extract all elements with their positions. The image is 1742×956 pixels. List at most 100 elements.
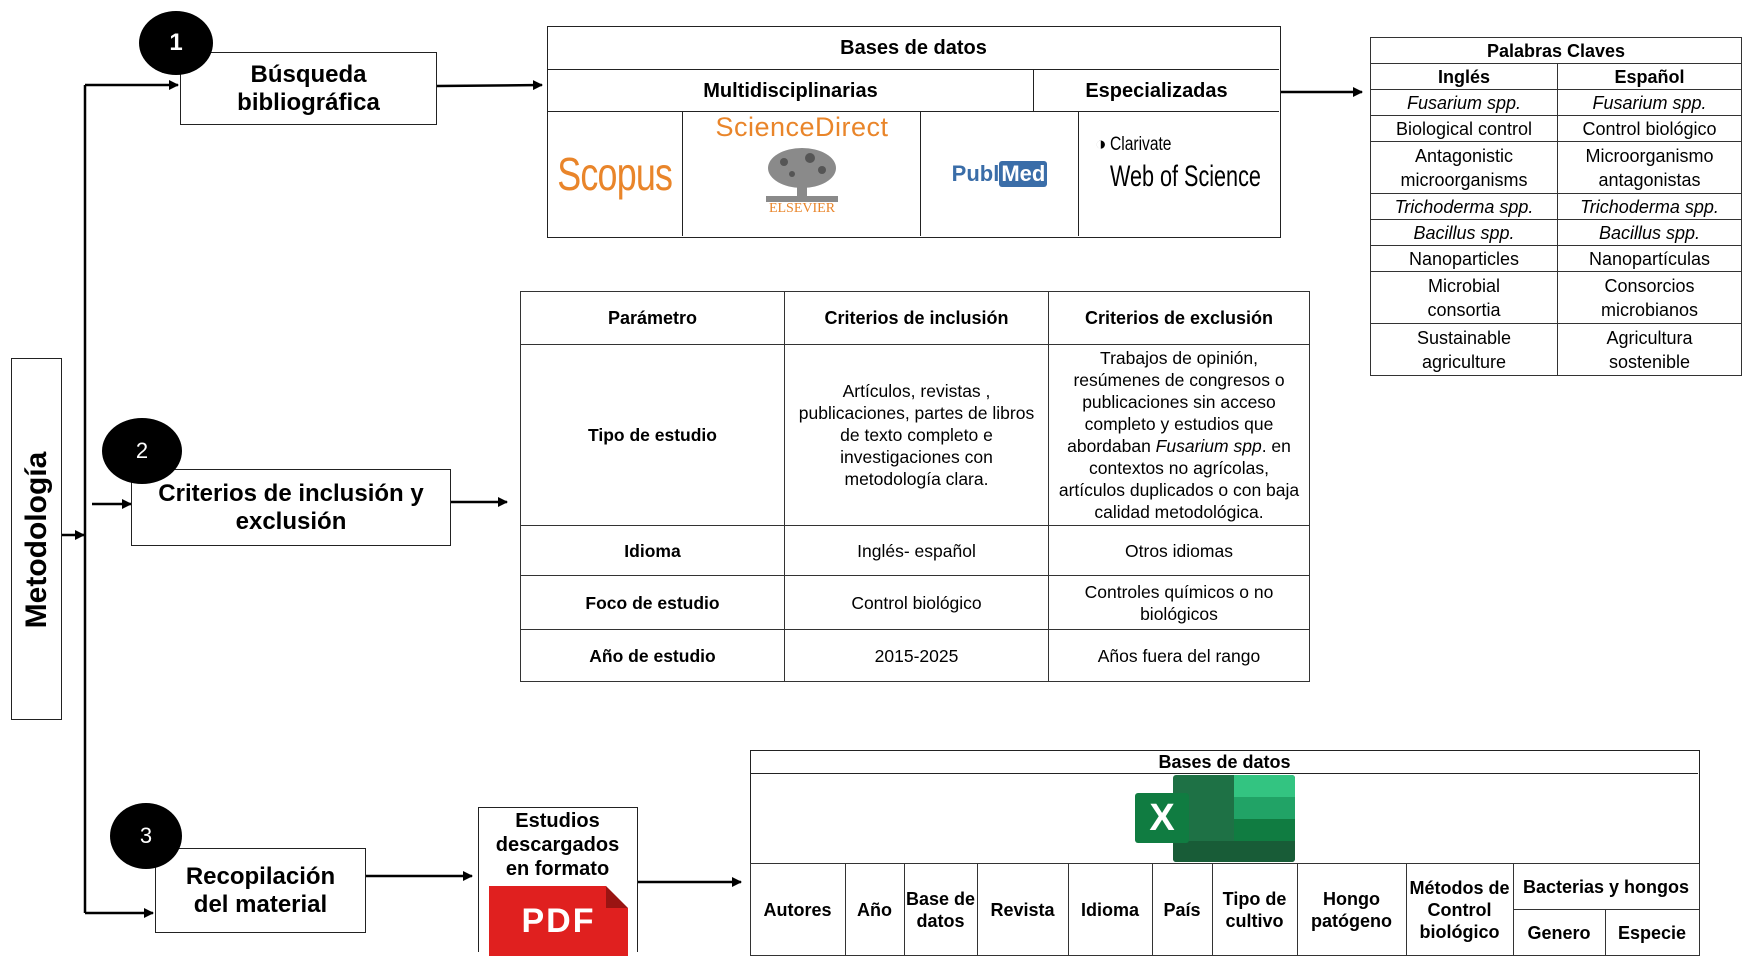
kw-cell: Fusarium spp. xyxy=(1370,89,1558,116)
download-label: Estudios descargados en formato xyxy=(495,810,620,880)
kw-cell: Agricultura sostenible xyxy=(1557,323,1742,376)
criteria-incl: 2015-2025 xyxy=(784,629,1049,682)
criteria-incl: Artículos, revistas , publicaciones, par… xyxy=(784,344,1049,526)
keywords-col-es: Español xyxy=(1557,63,1742,90)
clarivate-icon: ◑ xyxy=(1095,134,1107,155)
excel-col: País xyxy=(1151,863,1213,956)
criteria-excl: Otros idiomas xyxy=(1048,525,1310,576)
criteria-incl: Inglés- español xyxy=(784,525,1049,576)
step1-label: Búsqueda bibliográfica xyxy=(237,60,380,116)
wos-logo-cell: ◑ Clarivate Web of Science xyxy=(1079,112,1279,236)
excel-columns-table: Autores Año Base de datos Revista Idioma… xyxy=(749,863,1700,956)
sciencedirect-logo: ScienceDirect xyxy=(715,112,889,142)
excel-db-panel: Bases de datos X Autores Año Base de dat… xyxy=(749,750,1700,956)
step2-label: Criterios de inclusión y exclusión xyxy=(158,479,424,535)
excel-icon: X xyxy=(1135,775,1295,862)
kw-cell: Nanopartículas xyxy=(1557,245,1742,272)
excel-icon-badge: X xyxy=(1135,793,1189,843)
criteria-table: Parámetro Criterios de inclusión Criteri… xyxy=(520,291,1310,682)
step1-badge: 1 xyxy=(139,11,213,75)
kw-cell: Bacillus spp. xyxy=(1370,219,1558,246)
excel-col: Año xyxy=(844,863,905,956)
excel-col-sub: Especie xyxy=(1604,909,1700,956)
kw-cell: Microbial consortia xyxy=(1370,271,1558,324)
step2-box: Criterios de inclusión y exclusión xyxy=(131,469,451,546)
elsevier-logo: ELSEVIER xyxy=(768,201,836,216)
criteria-excl: Años fuera del rango xyxy=(1048,629,1310,682)
kw-cell: Antagonistic microorganisms xyxy=(1370,141,1558,194)
kw-cell: Trichoderma spp. xyxy=(1370,193,1558,220)
kw-cell: Fusarium spp. xyxy=(1557,89,1742,116)
criteria-excl-text-b: . en contextos no agrícolas, artículos d… xyxy=(1058,436,1300,522)
kw-cell: Bacillus spp. xyxy=(1557,219,1742,246)
kw-cell: Biological control xyxy=(1370,115,1558,142)
scopus-logo: Scopus xyxy=(557,148,673,200)
kw-cell: Microorganismo antagonistas xyxy=(1557,141,1742,194)
keywords-title: Palabras Claves xyxy=(1370,37,1742,64)
pdf-icon-fold xyxy=(606,886,628,908)
excel-col: Revista xyxy=(976,863,1069,956)
excel-db-title: Bases de datos xyxy=(751,751,1698,774)
excel-icon-cell xyxy=(1234,819,1295,841)
keywords-col-en: Inglés xyxy=(1370,63,1558,90)
methodology-label: Metodología xyxy=(20,451,53,629)
clarivate-label: Clarivate xyxy=(1110,134,1172,155)
clarivate-logo: ◑ Clarivate xyxy=(1095,134,1185,156)
excel-col: Autores xyxy=(749,863,846,956)
group-multidisciplinary: Multidisciplinarias xyxy=(548,70,1034,112)
excel-col: Idioma xyxy=(1067,863,1153,956)
arrow-step1-databases xyxy=(436,80,543,91)
kw-cell: Sustainable agriculture xyxy=(1370,323,1558,376)
databases-panel: Bases de datos Multidisciplinarias Espec… xyxy=(547,26,1281,238)
criteria-excl-text-a: Trabajos de opinión, resúmenes de congre… xyxy=(1067,348,1285,456)
pdf-icon: PDF xyxy=(489,886,628,956)
criteria-table-wrap: Parámetro Criterios de inclusión Criteri… xyxy=(520,291,1310,682)
excel-icon-cell xyxy=(1173,841,1295,862)
kw-cell: Trichoderma spp. xyxy=(1557,193,1742,220)
methodology-side-box: Metodología xyxy=(11,358,62,720)
group-specialized: Especializadas xyxy=(1034,70,1279,112)
pdf-label: PDF xyxy=(521,902,596,940)
criteria-header-incl: Criterios de inclusión xyxy=(784,291,1049,345)
criteria-excl: Trabajos de opinión, resúmenes de congre… xyxy=(1048,344,1310,526)
databases-title: Bases de datos xyxy=(548,27,1279,70)
wos-logo: Web of Science xyxy=(1110,160,1261,193)
excel-col-group: Bacterias y hongos xyxy=(1512,863,1700,910)
step3-badge: 3 xyxy=(110,803,182,869)
criteria-param: Idioma xyxy=(520,525,785,576)
excel-col: Métodos de Control biológico xyxy=(1405,863,1514,956)
excel-icon-cell xyxy=(1234,775,1295,797)
criteria-excl-italic: Fusarium spp xyxy=(1155,436,1262,456)
sciencedirect-logo-cell: ScienceDirect ELSEVIER xyxy=(683,112,921,236)
scopus-logo-cell: Scopus xyxy=(548,112,683,236)
pubmed-logo-part2: Med xyxy=(999,161,1048,187)
criteria-param: Año de estudio xyxy=(520,629,785,682)
elsevier-tree-icon xyxy=(766,148,838,202)
criteria-excl: Controles químicos o no biológicos xyxy=(1048,575,1310,630)
step3-label: Recopilación del material xyxy=(185,862,336,918)
kw-cell: Nanoparticles xyxy=(1370,245,1558,272)
pubmed-logo-part1: Publ xyxy=(951,161,1000,186)
criteria-header-param: Parámetro xyxy=(520,291,785,345)
criteria-param: Foco de estudio xyxy=(520,575,785,630)
criteria-param: Tipo de estudio xyxy=(520,344,785,526)
criteria-header-excl: Criterios de exclusión xyxy=(1048,291,1310,345)
excel-icon-sheet xyxy=(1173,775,1295,862)
criteria-incl: Control biológico xyxy=(784,575,1049,630)
download-box: Estudios descargados en formato PDF xyxy=(478,807,638,956)
excel-col: Hongo patógeno xyxy=(1296,863,1407,956)
step3-box: Recopilación del material xyxy=(155,848,366,933)
excel-col-sub: Genero xyxy=(1512,909,1606,956)
excel-icon-cell xyxy=(1234,797,1295,819)
kw-cell: Consorcios microbianos xyxy=(1557,271,1742,324)
excel-col: Tipo de cultivo xyxy=(1211,863,1298,956)
excel-col: Base de datos xyxy=(903,863,978,956)
kw-cell: Control biológico xyxy=(1557,115,1742,142)
step1-box: Búsqueda bibliográfica xyxy=(180,52,437,125)
step2-badge: 2 xyxy=(102,418,182,484)
